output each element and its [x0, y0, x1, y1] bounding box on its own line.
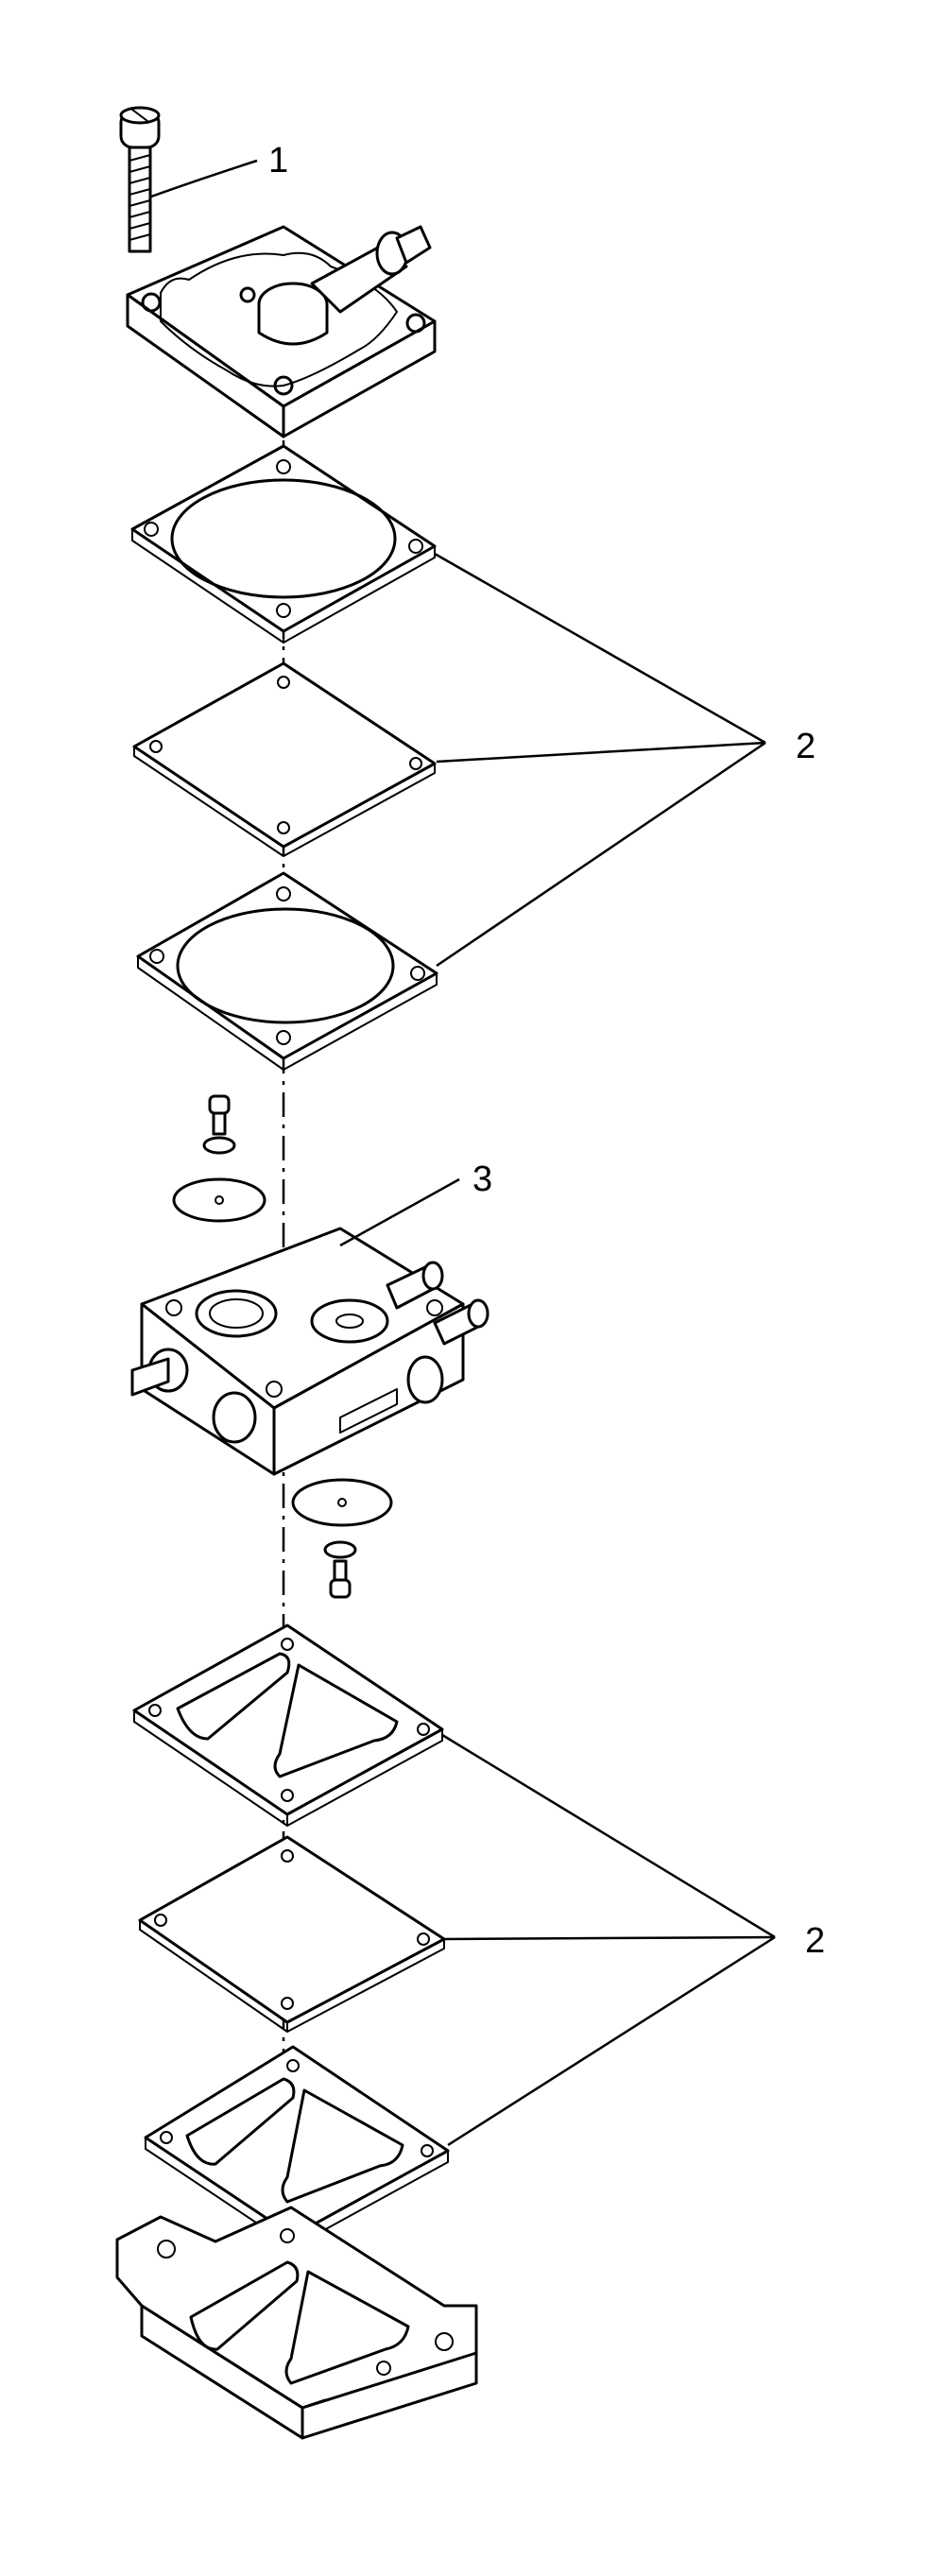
check-valve-screw-upper	[172, 1094, 266, 1223]
base-plate	[115, 2206, 478, 2440]
pump-cover	[126, 225, 437, 438]
check-valve-screw-lower	[291, 1478, 393, 1599]
screw	[119, 106, 161, 253]
lower-gasket-1	[132, 1623, 444, 1827]
callout-3-label: 3	[472, 1159, 492, 1199]
upper-diaphragm	[132, 661, 437, 857]
callout-1-label: 1	[268, 141, 288, 180]
pump-body	[130, 1227, 490, 1476]
lower-diaphragm	[138, 1835, 446, 2033]
callout-2-upper-label: 2	[796, 727, 816, 766]
upper-gasket-1	[130, 444, 437, 644]
callout-leaders	[150, 159, 776, 2147]
upper-gasket-2	[136, 871, 438, 1071]
callout-2-lower-label: 2	[805, 1921, 825, 1961]
